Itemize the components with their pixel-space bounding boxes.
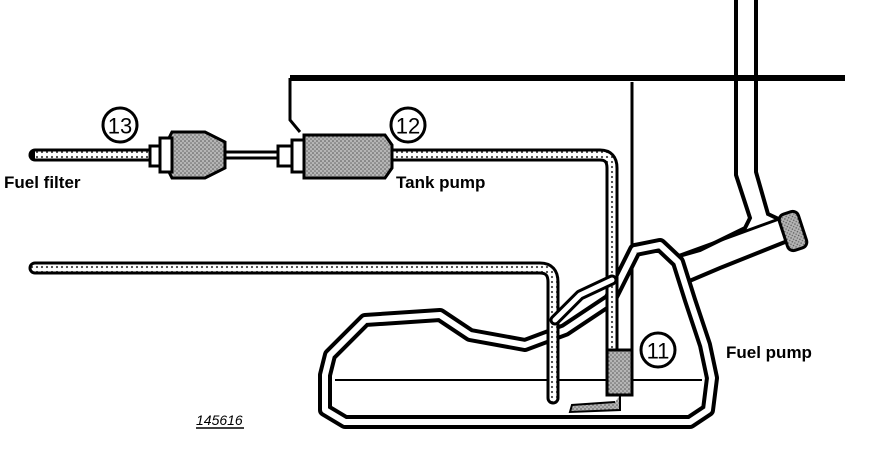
svg-text:12: 12 <box>396 114 420 139</box>
tank-pump <box>276 133 394 180</box>
fuel-tank <box>318 238 719 429</box>
svg-text:11: 11 <box>647 339 670 364</box>
label-fuel-filter: Fuel filter <box>4 173 81 192</box>
fuel-filter <box>148 130 227 180</box>
callout-12: 12 <box>389 106 427 144</box>
label-fuel-pump: Fuel pump <box>726 343 812 362</box>
svg-text:13: 13 <box>108 114 132 139</box>
callout-11: 11 <box>639 331 677 369</box>
sender-unit <box>568 348 634 414</box>
reference-number: 145616 <box>196 412 243 428</box>
label-tank-pump: Tank pump <box>396 173 485 192</box>
callout-13: 13 <box>101 106 139 144</box>
filler-neck <box>671 0 809 287</box>
return-line <box>28 261 560 405</box>
feed-line <box>28 148 619 357</box>
filler-cap <box>777 209 809 253</box>
body-frame-line <box>288 75 845 350</box>
